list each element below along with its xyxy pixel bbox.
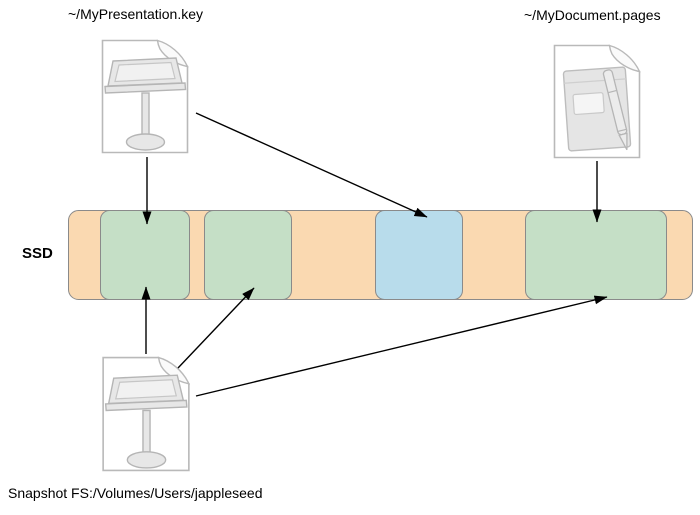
keynote-file-icon-presentation bbox=[100, 38, 190, 155]
ssd-bar bbox=[68, 210, 693, 300]
arrow-snapshot-to-block-green-3 bbox=[195, 295, 608, 397]
ssd-block-blue bbox=[375, 210, 463, 300]
presentation-file-label: ~/MyPresentation.key bbox=[68, 6, 204, 22]
snapshot-path-label: Snapshot FS:/Volumes/Users/jappleseed bbox=[8, 485, 263, 501]
ssd-block-green-1 bbox=[100, 210, 190, 300]
ssd-label: SSD bbox=[22, 245, 53, 262]
document-file-label: ~/MyDocument.pages bbox=[524, 7, 661, 23]
keynote-file-icon-snapshot bbox=[100, 355, 192, 473]
ssd-block-green-3 bbox=[525, 210, 667, 300]
pages-file-icon-document bbox=[551, 43, 643, 160]
ssd-block-green-2 bbox=[204, 210, 292, 300]
arrow-presentation-to-block-blue bbox=[195, 112, 428, 218]
